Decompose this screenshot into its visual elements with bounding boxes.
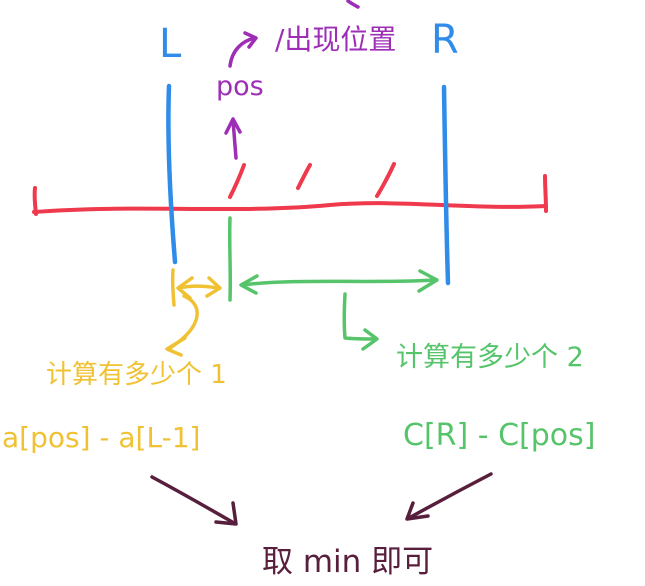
right-span-arrow-right-head [417, 269, 439, 293]
right-span-elbow-shaft [342, 292, 376, 341]
pos-pointer-curve [228, 36, 257, 68]
conclusion-left-arrow-shaft [150, 475, 236, 525]
left-span-pointer-arrowhead [165, 336, 187, 357]
stray-mark-top [346, 0, 360, 9]
bounds-group [166, 83, 451, 286]
left-span-arrow-shaft [177, 284, 220, 290]
axis-right-end-bracket [543, 174, 548, 213]
pos-pointer-curve-arrowhead [243, 31, 258, 49]
occurrence-note-label: /出现位置 [275, 23, 396, 56]
left-span-arrow-left-head [176, 276, 194, 300]
axis-left-end-bracket [32, 186, 38, 216]
number-line-axis [32, 201, 548, 214]
formula-left-label: a[pos] - a[L-1] [2, 421, 200, 454]
count-left-label: 计算有多少个 1 [46, 360, 227, 390]
conclusion-label: 取 min 即可 [262, 544, 433, 580]
left-span-tick [170, 268, 176, 307]
conclusion-group [150, 472, 493, 526]
conclusion-left-arrowhead [214, 501, 238, 526]
right-bound-label: R [431, 17, 459, 63]
axis-slash-tick-1 [228, 163, 246, 199]
right-span-elbow-arrowhead [361, 328, 379, 351]
pos-annotation-group [224, 0, 360, 160]
pos-up-arrow-arrowhead [224, 117, 242, 135]
right-bound-line [441, 84, 451, 286]
right-segment-group [227, 216, 439, 351]
left-span-arrow-right-head [205, 276, 222, 298]
conclusion-right-arrowhead [405, 501, 430, 521]
conclusion-right-arrow-shaft [407, 472, 493, 520]
pos-label: pos [216, 71, 264, 102]
left-bound-label: L [159, 21, 182, 67]
right-span-arrow-shaft [240, 278, 438, 287]
right-span-arrow-left-head [239, 274, 259, 295]
left-segment-group [165, 268, 222, 357]
formula-right-label: C[R] - C[pos] [403, 418, 595, 453]
pos-up-arrow-shaft [231, 118, 238, 160]
number-line-group [32, 162, 548, 216]
axis-slash-tick-2 [296, 163, 312, 190]
pos-tick [227, 216, 233, 302]
left-bound-line [166, 83, 178, 265]
count-right-label: 计算有多少个 2 [396, 342, 584, 373]
axis-slash-tick-3 [375, 162, 396, 198]
